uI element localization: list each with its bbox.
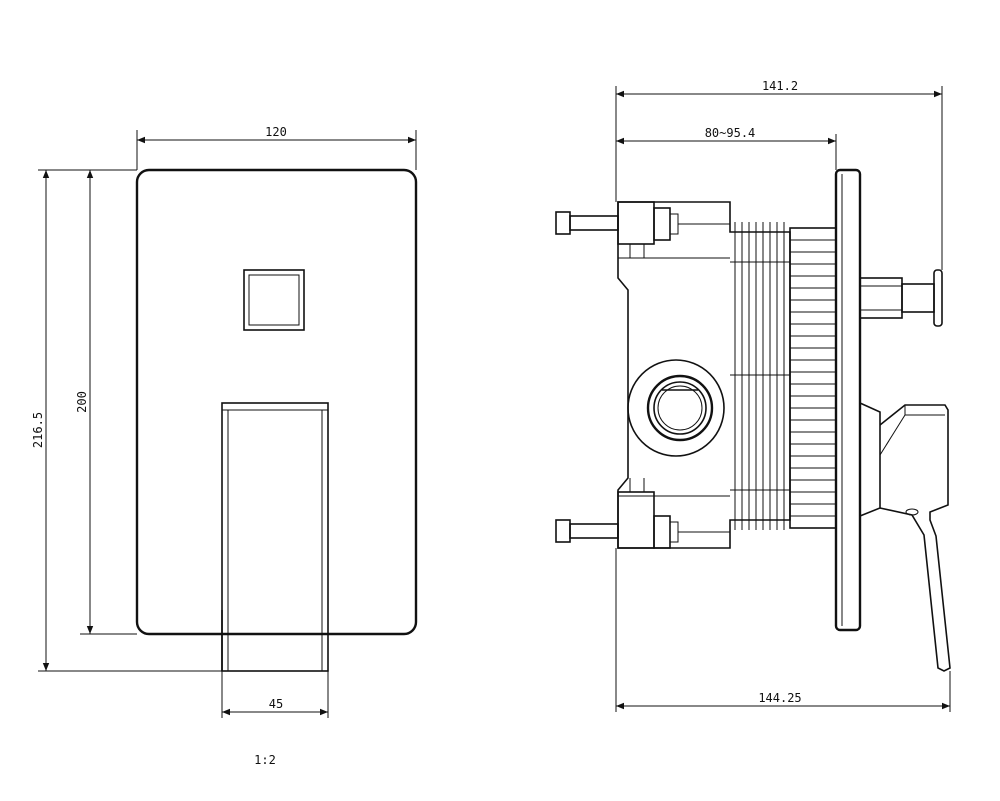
scale-label: 1:2 [254,753,276,767]
inlet-top [555,201,730,259]
diverter-button [243,269,305,331]
svg-text:144.25: 144.25 [758,691,801,705]
dim-overall-top-141-2: 141.2 [615,79,943,270]
dim-total-height-216-5: 216.5 [31,169,222,672]
inlet-bottom [555,478,730,549]
dim-depth-range: 80~95.4 [616,126,837,170]
dim-overall-bottom-144-25: 144.25 [615,548,951,712]
side-lever-handle [859,402,951,672]
side-diverter-knob [859,269,943,327]
svg-text:120: 120 [265,125,287,139]
svg-text:200: 200 [75,391,89,413]
dim-width-120: 120 [136,125,417,170]
dim-plate-height-200: 200 [75,169,137,635]
lever-handle [221,402,329,672]
outlet-port [627,359,725,457]
front-view: 120 200 216.5 45 1:2 [31,125,418,767]
svg-text:80~95.4: 80~95.4 [705,126,756,140]
svg-text:141.2: 141.2 [762,79,798,93]
side-wall-plate [834,168,862,632]
cover-plate [135,168,418,636]
side-view: 141.2 80~95.4 144.25 [555,79,951,712]
dim-lever-width-45: 45 [221,671,329,718]
svg-text:216.5: 216.5 [31,412,45,448]
svg-text:45: 45 [269,697,283,711]
valve-body [617,201,837,549]
